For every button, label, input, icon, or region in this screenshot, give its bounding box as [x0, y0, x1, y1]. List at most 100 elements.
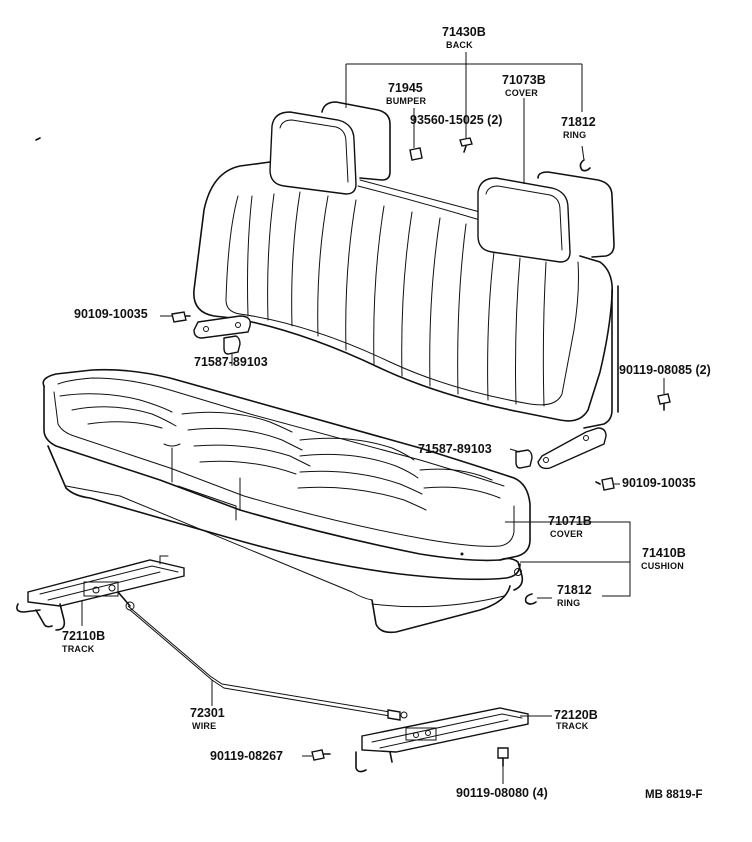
wire-end-loop [400, 711, 408, 719]
cushion-front-face [43, 385, 501, 562]
pleat [542, 261, 547, 407]
headrest-left [269, 111, 357, 195]
callout-ring-bottom-number: 71812 [557, 583, 592, 597]
callout-bolt-right-b-number: 90109-10035 [622, 476, 696, 490]
hinge-left-part [193, 315, 251, 339]
callout-cushion-number: 71410B [642, 546, 686, 560]
back-inner-panel [225, 195, 579, 406]
cushion-pleat [419, 468, 493, 481]
callout-bolt-track-b-number: 90119-08080 (4) [456, 786, 548, 800]
bolt-back-part [459, 137, 473, 153]
pleat [373, 205, 385, 365]
cushion-pleat [71, 406, 177, 427]
pleat [429, 217, 441, 387]
bolt-left-part [171, 311, 191, 323]
callout-back-name: BACK [446, 40, 473, 50]
pleat [515, 257, 521, 405]
rear-headrest-left [321, 101, 391, 181]
cushion-panel [177, 485, 237, 521]
ring-bottom-part [524, 593, 537, 605]
cushion-pleat [199, 460, 297, 475]
cushion-frame-rail [65, 485, 121, 497]
pleat [401, 211, 413, 377]
callout-cushion-name: CUSHION [641, 561, 684, 571]
track-right-part [355, 707, 529, 773]
callout-bolt-back-number: 93560-15025 (2) [410, 113, 503, 127]
diagram-reference-code: MB 8819-F [645, 789, 703, 801]
headrest-right-inner [485, 185, 563, 251]
cushion-pleat [299, 470, 423, 495]
mark [35, 137, 41, 141]
cushion-frame-rail-2 [119, 495, 373, 601]
pleat [345, 199, 357, 351]
cushion-pleat [299, 453, 419, 479]
callout-track-right-number: 72120B [554, 708, 598, 722]
callout-wire-name: WIRE [192, 721, 217, 731]
headrest-left-inner [279, 119, 349, 183]
leader-lines [81, 52, 665, 784]
track-left-part [16, 555, 185, 631]
back-side-frame [583, 289, 613, 429]
callout-cushion-cover-number: 71071B [548, 514, 592, 528]
cushion-welt [53, 391, 515, 547]
callout-bumper-name: BUMPER [386, 96, 427, 106]
hinge-right-part [537, 427, 607, 470]
headrest-right [477, 177, 571, 263]
cushion-top-outline [42, 368, 531, 561]
callout-bumper-number: 71945 [388, 81, 423, 95]
cushion-frame-rail-3 [371, 595, 505, 608]
cushion-pleat [299, 437, 415, 461]
ring-top-part [579, 159, 591, 172]
back-outline [193, 161, 614, 422]
callout-hinge-right-number: 71587-89103 [418, 442, 492, 456]
pleat [487, 251, 495, 401]
pleat [457, 223, 467, 395]
callout-track-left-name: TRACK [62, 644, 95, 654]
cushion-base [47, 445, 521, 581]
cushion-seam [163, 443, 181, 447]
callout-wire-number: 72301 [190, 706, 225, 720]
callout-track-right-name: TRACK [556, 721, 589, 731]
cushion-pleat [297, 486, 427, 511]
cushion-pleat [193, 444, 311, 467]
bumper-part [409, 147, 423, 161]
cushion-frame-lower [371, 585, 511, 634]
callout-bolt-track-a-number: 90119-08267 [210, 749, 283, 763]
back-top-edge-2 [357, 185, 481, 221]
callout-ring-top-number: 71812 [561, 115, 596, 129]
pleat [267, 193, 275, 321]
cushion-side [499, 557, 524, 591]
cushion-pivot [514, 568, 522, 576]
wire-end [387, 709, 401, 721]
pleat [291, 191, 301, 327]
cushion-pleat [423, 486, 501, 499]
wire-part-2 [129, 609, 391, 717]
cushion-top-ridge [57, 377, 505, 487]
cushion-pleat [187, 427, 303, 451]
seat-cushion [42, 368, 531, 634]
callout-back-number: 71430B [442, 25, 486, 39]
callout-bolt-right-a-number: 90119-08085 (2) [619, 363, 711, 377]
cushion-pleat [87, 421, 163, 429]
cushion-pleat [59, 393, 173, 413]
pleat [317, 195, 329, 337]
cushion-pleat [181, 411, 293, 433]
wire-part [127, 605, 391, 713]
callout-cushion-cover-name: COVER [550, 529, 584, 539]
clip-left-part [223, 335, 241, 355]
callout-ring-bottom-name: RING [557, 598, 581, 608]
rear-headrest-right [537, 171, 615, 258]
callout-hinge-left-number: 71587-89103 [194, 355, 268, 369]
callout-ring-top-name: RING [563, 130, 587, 140]
bolt-track-a-part [311, 749, 331, 761]
bolt-right-b-part [595, 477, 615, 491]
bolt-track-b-part [497, 747, 509, 767]
cushion-mark [460, 552, 464, 556]
callout-back-cover-name: COVER [505, 88, 539, 98]
callout-track-left-number: 72110B [62, 629, 106, 643]
seat-back [193, 101, 619, 429]
pleat [247, 195, 253, 317]
callout-bolt-left-number: 90109-10035 [74, 307, 148, 321]
